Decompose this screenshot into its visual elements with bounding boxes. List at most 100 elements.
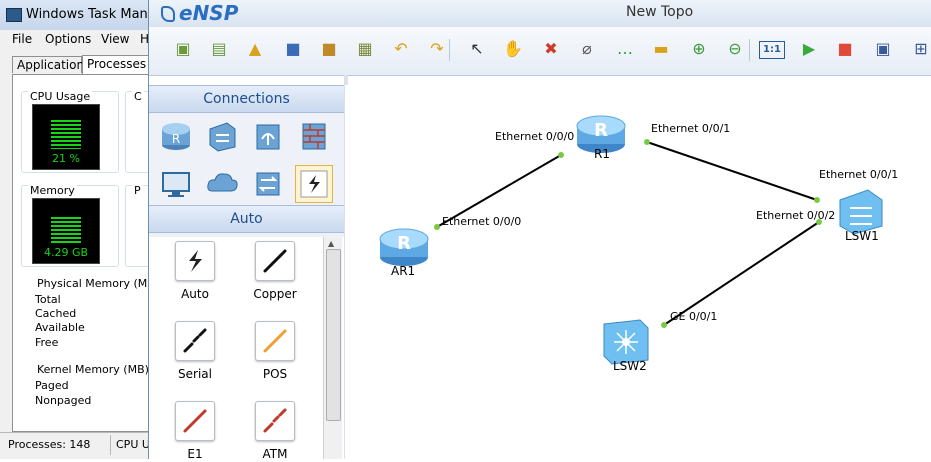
task-manager-window: Windows Task Manage File Options View H … — [0, 0, 172, 460]
auto-header[interactable]: Auto — [149, 205, 344, 233]
port-status-dot — [814, 197, 820, 203]
cable-auto[interactable]: Auto — [165, 241, 225, 301]
select-pointer-icon[interactable]: ↖ — [470, 39, 484, 58]
start-device-icon[interactable]: ▶ — [802, 39, 816, 58]
new-lab-icon[interactable]: ▤ — [211, 39, 227, 58]
ensp-title-bar[interactable]: eNSP New Topo — [149, 0, 931, 27]
pos-cable-icon-graphic — [263, 329, 287, 353]
kernel-memory-title: Kernel Memory (MB) — [35, 363, 151, 376]
cloud-icon[interactable] — [203, 165, 241, 203]
open-icon[interactable]: ▲ — [248, 39, 262, 58]
cable-pos[interactable]: POS — [245, 321, 305, 381]
node-label-ar1[interactable]: AR1 — [391, 264, 415, 278]
ensp-window: eNSP New Topo ▣ ▤ ▲ ■ ■ ▦ ↶ ↷ ↖ ✋ ✖ ⌀ … ▬ ⊕ ⊖ 1:1 ▶ ■ ▣ ⊞ Co… — [148, 0, 931, 459]
copper-cable-icon-graphic — [263, 249, 287, 273]
memory-label: Memory — [28, 184, 77, 197]
e1-cable-icon[interactable] — [175, 401, 215, 441]
cable-atm[interactable]: ATM — [245, 401, 305, 459]
physical-memory-group: Physical Memory (MB) Total Cached Availa… — [21, 277, 169, 353]
menu-help[interactable]: H — [140, 32, 150, 46]
router-icon-part: R — [397, 233, 411, 254]
palette-icon[interactable]: ▬ — [653, 39, 669, 58]
tab-processes[interactable]: Processes — [82, 55, 154, 74]
cloud-icon-graphic — [207, 173, 238, 192]
switch-icon[interactable] — [203, 117, 241, 155]
serial-cable-icon[interactable] — [175, 321, 215, 361]
pan-hand-icon[interactable]: ✋ — [503, 39, 523, 58]
switch-icon-part — [839, 189, 883, 235]
pc-icon-graphic — [162, 172, 190, 197]
link-lsw1-lsw2[interactable] — [663, 221, 820, 326]
wireless-icon[interactable] — [249, 117, 287, 155]
firewall-icon-graphic — [302, 123, 326, 150]
memory-group: Memory 4.29 GB — [21, 184, 119, 267]
firewall-icon[interactable] — [295, 117, 333, 155]
auto-cable-icon[interactable] — [175, 241, 215, 281]
new-topology-icon[interactable]: ▣ — [175, 39, 191, 58]
redo-icon[interactable]: ↷ — [430, 39, 444, 58]
zoom-out-icon[interactable]: ⊖ — [728, 39, 742, 58]
stop-device-icon[interactable]: ■ — [837, 39, 853, 58]
cable-e1[interactable]: E1 — [165, 401, 225, 459]
toolbar-separator — [749, 39, 750, 61]
save-as-icon[interactable]: ■ — [321, 39, 337, 58]
pos-cable-icon[interactable] — [255, 321, 295, 361]
core-switch-node-lsw2[interactable] — [603, 319, 649, 365]
port-status-dot — [434, 224, 440, 230]
port-status-dot — [558, 152, 564, 158]
node-label-lsw1[interactable]: LSW1 — [845, 229, 879, 243]
topology-icon[interactable]: ⊞ — [914, 39, 928, 58]
tab-applications[interactable]: Applications — [12, 56, 90, 73]
cable-serial[interactable]: Serial — [165, 321, 225, 381]
physical-memory-cached: Cached — [35, 307, 77, 320]
connection-icon[interactable] — [295, 165, 333, 203]
router-icon[interactable]: R — [157, 117, 195, 155]
text-comment-icon[interactable]: … — [617, 39, 633, 58]
copper-cable-icon[interactable] — [255, 241, 295, 281]
router-node-ar1[interactable]: R — [379, 228, 429, 266]
switch-icon-graphic — [209, 122, 236, 152]
cpu-usage-label: CPU Usage — [28, 90, 93, 103]
atm-cable-icon-graphic — [263, 408, 287, 433]
menu-view[interactable]: View — [101, 32, 130, 46]
auto-cable-icon-graphic — [189, 250, 202, 272]
router-icon-part: R — [594, 120, 608, 141]
menu-file[interactable]: File — [12, 32, 33, 46]
link-r1-lsw1[interactable] — [646, 141, 818, 201]
cpu-history-label: C — [132, 90, 144, 103]
link-ar1-r1[interactable] — [436, 154, 562, 228]
port-label: Ethernet 0/0/1 — [651, 122, 730, 135]
task-manager-menu-bar: File Options View H — [0, 30, 160, 48]
undo-icon[interactable]: ↶ — [394, 39, 408, 58]
cable-list-scrollbar[interactable]: ▲ — [323, 237, 342, 459]
node-label-r1[interactable]: R1 — [594, 147, 610, 161]
toolbar-separator — [449, 39, 450, 61]
zoom-in-icon[interactable]: ⊕ — [692, 39, 706, 58]
process-count: Processes: 148 — [8, 438, 91, 451]
port-label: Ethernet 0/0/2 — [756, 209, 835, 222]
cable-label: Serial — [178, 367, 212, 381]
atm-cable-icon[interactable] — [255, 401, 295, 441]
switch-node-lsw1[interactable] — [839, 189, 883, 235]
scrollbar-thumb[interactable] — [326, 249, 341, 421]
connections-header[interactable]: Connections — [149, 85, 344, 113]
capture-icon[interactable]: ▣ — [875, 39, 891, 58]
kernel-memory-nonpaged: Nonpaged — [35, 394, 92, 407]
cable-copper[interactable]: Copper — [245, 241, 305, 301]
save-icon[interactable]: ■ — [285, 39, 301, 58]
scroll-up-icon[interactable]: ▲ — [328, 239, 335, 248]
node-label-lsw2[interactable]: LSW2 — [613, 359, 647, 373]
router-node-r1[interactable]: R — [576, 115, 626, 153]
task-manager-title-bar[interactable]: Windows Task Manage — [0, 0, 172, 30]
pc-icon[interactable] — [157, 165, 195, 203]
delete-icon[interactable]: ✖ — [544, 39, 558, 58]
print-icon[interactable]: ▦ — [357, 39, 373, 58]
task-manager-status-bar: Processes: 148 CPU U — [0, 432, 160, 460]
zoom-fit-icon[interactable]: 1:1 — [759, 41, 785, 59]
delete-link-icon[interactable]: ⌀ — [582, 39, 592, 58]
other-device-icon[interactable] — [249, 165, 287, 203]
menu-options[interactable]: Options — [45, 32, 92, 46]
